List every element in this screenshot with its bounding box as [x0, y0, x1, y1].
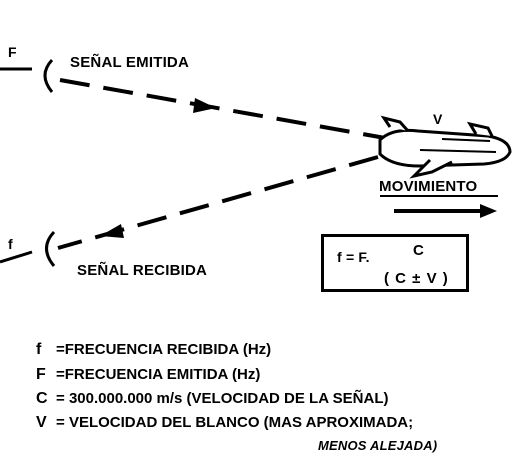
emitted-frequency-symbol: F — [8, 44, 17, 60]
legend-key: V — [36, 414, 47, 431]
formula-box — [321, 234, 469, 292]
emitted-arrowhead-icon — [193, 98, 216, 113]
formula-numerator: C — [413, 242, 425, 259]
legend-sep: = — [56, 341, 65, 358]
received-frequency-symbol: f — [8, 236, 13, 252]
legend-key: F — [36, 366, 46, 383]
legend-text: FRECUENCIA EMITIDA (Hz) — [64, 366, 261, 383]
legend-text: FRECUENCIA RECIBIDA (Hz) — [64, 341, 272, 358]
legend-row-F: F =FRECUENCIA EMITIDA (Hz) — [36, 366, 260, 384]
legend-sep: = — [56, 414, 65, 431]
legend-text: VELOCIDAD DEL BLANCO (MAS APROXIMADA; — [68, 414, 414, 431]
receiver-stem — [0, 250, 33, 264]
receiver-dish-icon — [45, 230, 56, 267]
legend-key: f — [36, 341, 42, 358]
legend-sep: = — [56, 366, 65, 383]
airplane-icon — [378, 115, 512, 179]
legend-continuation: MENOS ALEJADA) — [318, 438, 438, 453]
emitted-signal-label: SEÑAL EMITIDA — [70, 54, 189, 71]
formula-lhs: f = F. — [337, 249, 370, 265]
target-velocity-symbol: V — [433, 111, 443, 127]
legend-row-V: V = VELOCIDAD DEL BLANCO (MAS APROXIMADA; — [36, 414, 413, 432]
movement-arrowhead-icon — [480, 204, 497, 218]
formula-denominator: ( C ± V ) — [384, 270, 449, 287]
emitted-signal-beam — [59, 78, 386, 140]
legend-sep: = — [56, 390, 65, 407]
legend-text: 300.000.000 m/s (VELOCIDAD DE LA SEÑAL) — [68, 390, 389, 407]
received-signal-label: SEÑAL RECIBIDA — [77, 262, 208, 279]
received-arrowhead-icon — [100, 224, 124, 238]
legend-row-f: f =FRECUENCIA RECIBIDA (Hz) — [36, 341, 271, 359]
legend-key: C — [36, 390, 48, 407]
movement-label: MOVIMIENTO — [379, 178, 478, 195]
legend-row-C: C = 300.000.000 m/s (VELOCIDAD DE LA SEÑA… — [36, 390, 388, 408]
emitter-dish-icon — [43, 58, 54, 93]
